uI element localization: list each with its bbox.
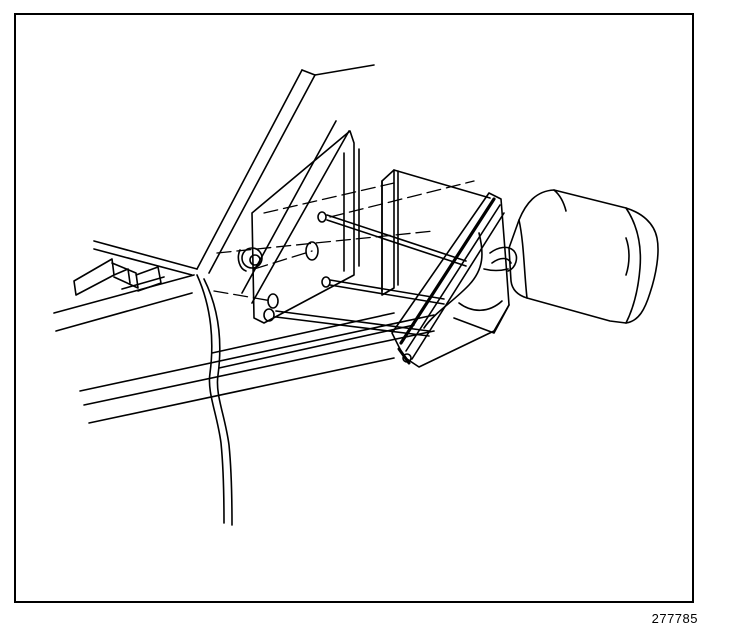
inner-bracket [343,148,491,296]
mounting-studs [275,214,467,337]
figure-id-label: 277785 [651,611,698,626]
mirror-base [391,192,510,368]
interior-panel [53,240,198,332]
mirror-installation-drawing [53,64,659,526]
mirror-arm [483,246,518,272]
mounting-panel [251,130,355,324]
sill-lines [79,312,435,424]
door-edge [196,274,233,526]
alignment-lines [213,180,475,302]
grommet [237,247,263,272]
figure-frame [14,13,694,603]
mirror-head [508,189,659,324]
